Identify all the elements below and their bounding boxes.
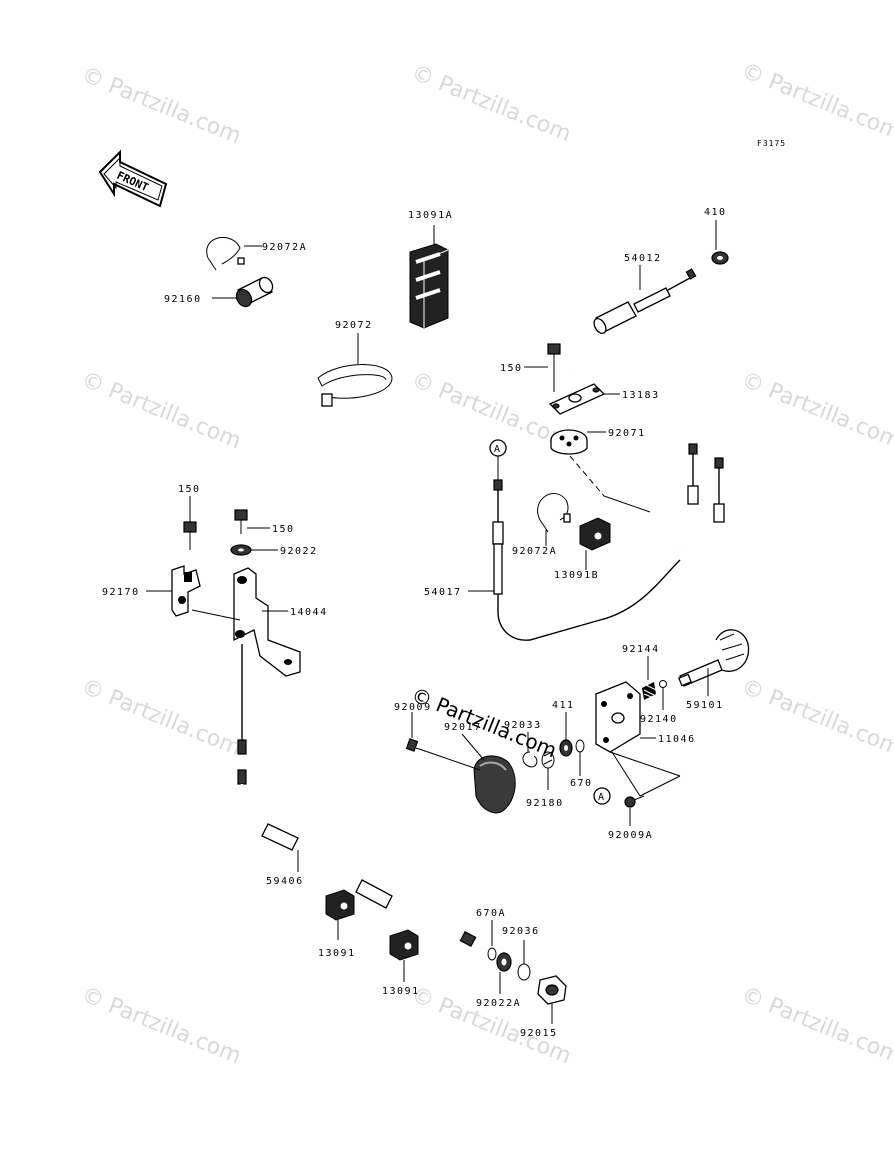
holder-13091-a-icon	[325, 889, 355, 921]
washer-411-icon	[559, 739, 573, 757]
label-92009: 92009	[394, 702, 432, 713]
cable-54017-icon	[492, 479, 681, 641]
label-92140: 92140	[640, 714, 678, 725]
label-150-left: 150	[178, 484, 201, 495]
bracket-92170-icon	[171, 565, 201, 617]
cable-59406-icon	[237, 644, 477, 948]
shaft-59101-icon	[678, 629, 750, 687]
label-92072A-mid: 92072A	[512, 546, 557, 557]
washer-92022A-icon	[496, 952, 512, 972]
grommet-92071-icon	[550, 429, 588, 455]
label-13091-b: 13091	[382, 986, 420, 997]
label-92022A: 92022A	[476, 998, 521, 1009]
label-92170: 92170	[102, 587, 140, 598]
nut-92015-icon	[537, 975, 567, 1005]
bolt-150-top-icon	[547, 343, 561, 392]
label-92144: 92144	[622, 644, 660, 655]
label-92072: 92072	[335, 320, 373, 331]
label-13183: 13183	[622, 390, 660, 401]
bracket-14044-icon	[233, 567, 301, 677]
bolt-150-left-icon	[183, 521, 197, 550]
label-92017: 92017	[444, 722, 482, 733]
lever-92017-icon	[473, 755, 516, 814]
label-92009A: 92009A	[608, 830, 653, 841]
holder-13091A-icon	[409, 243, 449, 329]
spring-92144-icon	[642, 682, 657, 700]
label-59101: 59101	[686, 700, 724, 711]
ring-670-icon	[575, 739, 585, 753]
label-92072A-top: 92072A	[262, 242, 307, 253]
washer-92022-icon	[230, 544, 252, 556]
label-92180: 92180	[526, 798, 564, 809]
holder-13091B-icon	[579, 517, 611, 551]
reference-circle-a-lower	[593, 787, 611, 805]
label-92022: 92022	[280, 546, 318, 557]
watermark: © Partzilla.com	[738, 367, 894, 454]
watermark: © Partzilla.com	[78, 367, 245, 454]
label-54012: 54012	[624, 253, 662, 264]
bracket-13183-icon	[548, 383, 606, 415]
watermark: © Partzilla.com	[78, 62, 245, 149]
label-13091B: 13091B	[554, 570, 599, 581]
watermark: © Partzilla.com	[738, 674, 894, 761]
screw-92009-icon	[405, 738, 429, 753]
figure-code: F3175	[757, 139, 786, 148]
clip-92072A-mid-icon	[537, 493, 571, 533]
clip-92033-icon	[522, 751, 538, 768]
watermark: © Partzilla.com	[738, 982, 894, 1069]
ring-670A-icon	[487, 947, 497, 961]
label-54017: 54017	[424, 587, 462, 598]
label-11046: 11046	[658, 734, 696, 745]
holder-13091-b-icon	[389, 929, 419, 961]
label-670A: 670A	[476, 908, 506, 919]
clip-92072A-icon	[206, 237, 245, 271]
label-670: 670	[570, 778, 593, 789]
housing-11046-icon	[595, 681, 641, 753]
watermark: © Partzilla.com	[78, 674, 245, 761]
label-92160: 92160	[164, 294, 202, 305]
band-92072-icon	[317, 364, 393, 407]
label-13091-a: 13091	[318, 948, 356, 959]
label-14044: 14044	[290, 607, 328, 618]
clip-92036-icon	[517, 963, 531, 981]
watermark: © Partzilla.com	[408, 367, 575, 454]
label-92071: 92071	[608, 428, 646, 439]
screw-92009A-icon	[624, 795, 645, 808]
label-92033: 92033	[504, 720, 542, 731]
ring-92140-icon	[659, 680, 667, 688]
watermark: © Partzilla.com	[78, 982, 245, 1069]
throttle-cables-icon	[649, 443, 725, 550]
reference-a-label-lower: A	[598, 792, 606, 803]
label-13091A: 13091A	[408, 210, 453, 221]
watermark: © Partzilla.com	[408, 60, 575, 147]
label-411: 411	[552, 700, 575, 711]
choke-cable-54012-icon	[571, 268, 697, 377]
front-arrow-icon: FRONT	[98, 149, 168, 208]
bolt-150-mid-icon	[234, 509, 248, 534]
label-92036: 92036	[502, 926, 540, 937]
watermark: © Partzilla.com	[738, 58, 894, 145]
label-59406: 59406	[266, 876, 304, 887]
label-150-mid: 150	[272, 524, 295, 535]
reference-a-label: A	[494, 444, 502, 455]
label-150-top: 150	[500, 363, 523, 374]
grommet-92160-icon	[235, 276, 274, 308]
label-410: 410	[704, 207, 727, 218]
washer-410-icon	[711, 251, 729, 265]
label-92015: 92015	[520, 1028, 558, 1039]
